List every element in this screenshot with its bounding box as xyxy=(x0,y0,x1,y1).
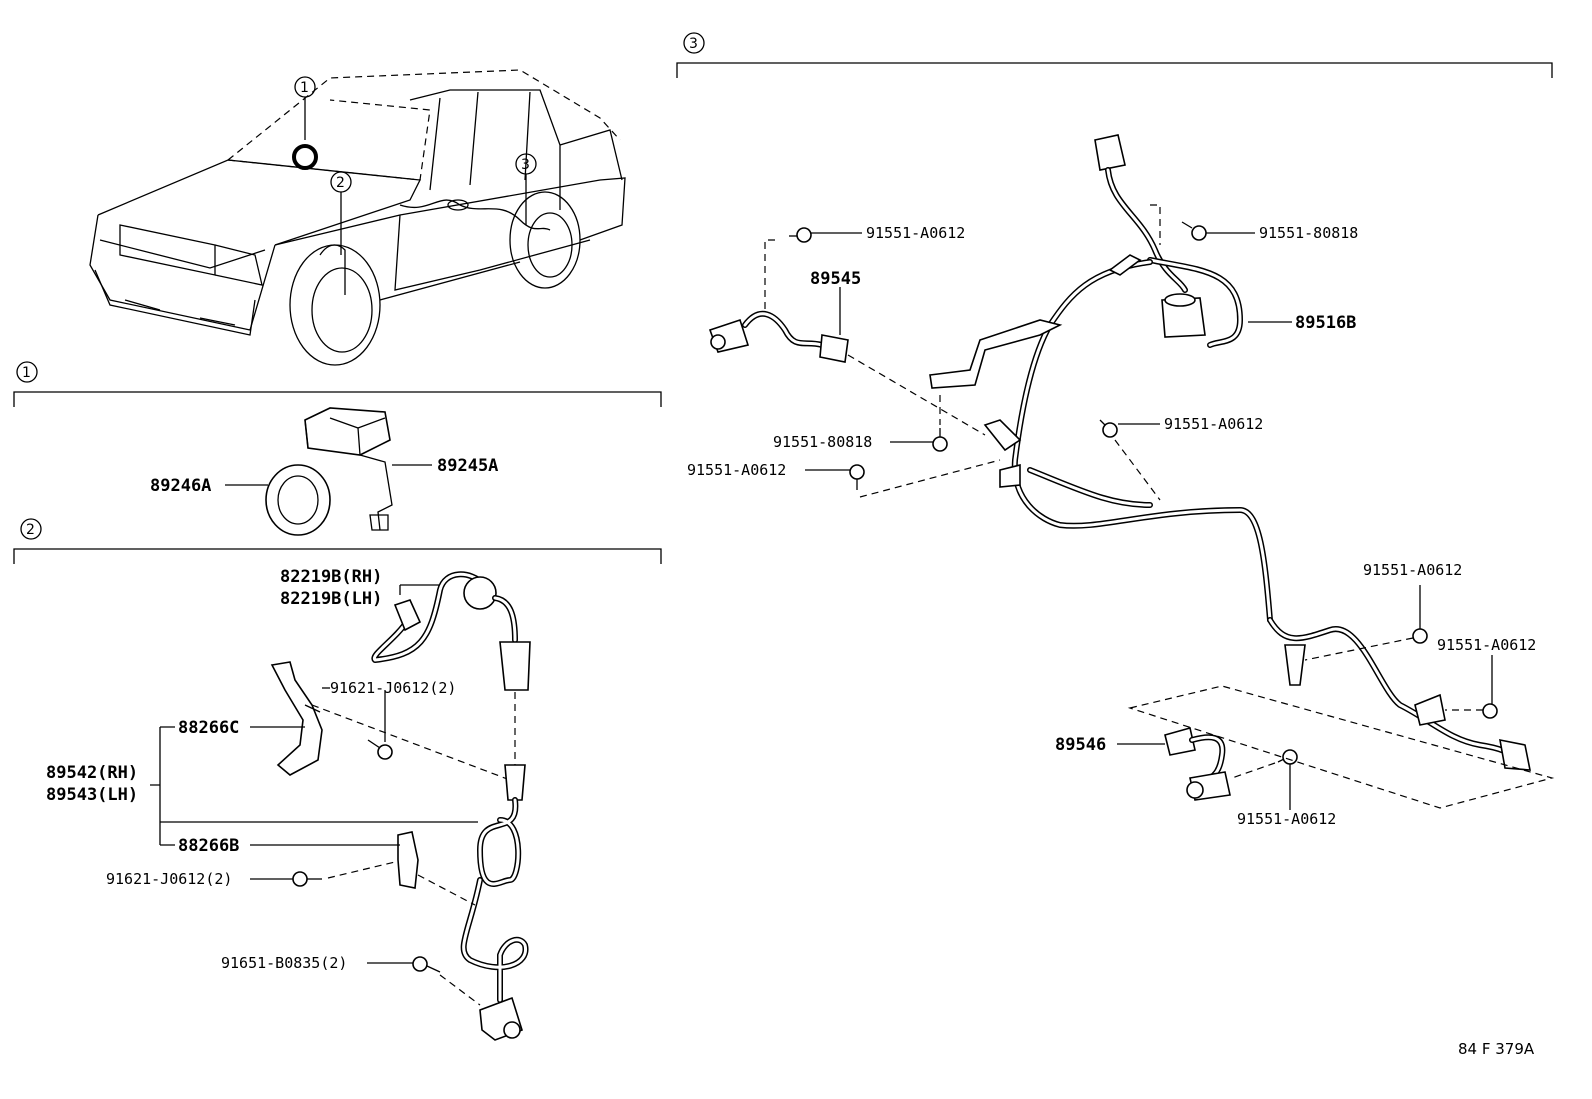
module-89245A xyxy=(304,407,393,531)
sensor-89546 xyxy=(1164,727,1231,801)
bolt-91551-80818-b xyxy=(932,428,948,452)
bracket-88266B xyxy=(397,831,419,889)
label-82219B-LH: 82219B(LH) xyxy=(280,589,382,609)
label-89543-LH: 89543(LH) xyxy=(46,785,138,805)
sensor-82219B xyxy=(371,571,531,691)
bolt-91621-J0612-top xyxy=(367,739,393,760)
section-3-marker: 3 xyxy=(689,36,698,52)
sensor-89545 xyxy=(708,310,849,363)
label-88266B: 88266B xyxy=(178,836,239,856)
harness-89516B xyxy=(929,134,1531,771)
bolt-91551-A0612-a xyxy=(789,227,812,243)
car-callout-2: 2 xyxy=(336,175,345,191)
label-91621-J0612-top: 91621-J0612(2) xyxy=(330,679,456,697)
bolt-91551-A0612-d xyxy=(1412,628,1428,644)
bolt-91621-J0612-bottom xyxy=(292,871,322,887)
bolt-91551-A0612-e xyxy=(1482,703,1498,719)
bracket-88266C xyxy=(270,661,323,776)
bolt-91551-A0612-b xyxy=(1099,419,1118,438)
section-3: 3 91551-A0612 89545 91551-80818 xyxy=(676,32,1555,828)
label-91551-A0612-a: 91551-A0612 xyxy=(866,224,965,242)
bolt-91551-A0612-c xyxy=(849,464,865,490)
bolt-91551-A0612-f xyxy=(1277,749,1298,765)
label-91551-A0612-d: 91551-A0612 xyxy=(1363,561,1462,579)
label-91551-A0612-e: 91551-A0612 xyxy=(1437,636,1536,654)
label-91551-A0612-c: 91551-A0612 xyxy=(687,461,786,479)
section-1: 1 89245A 89246A xyxy=(13,361,662,536)
car-callout-1: 1 xyxy=(300,80,309,96)
label-88266C: 88266C xyxy=(178,718,239,738)
bolt-91551-80818-a xyxy=(1181,221,1207,241)
label-91551-80818-a: 91551-80818 xyxy=(1259,224,1358,242)
label-89545: 89545 xyxy=(810,269,861,289)
label-89516B: 89516B xyxy=(1295,313,1356,333)
label-82219B-RH: 82219B(RH) xyxy=(280,567,382,587)
label-91551-80818-b: 91551-80818 xyxy=(773,433,872,451)
label-91651-B0835: 91651-B0835(2) xyxy=(221,954,347,972)
label-89245A: 89245A xyxy=(437,456,498,476)
ring-89246A xyxy=(265,464,331,536)
diagram-code: 84 F 379A xyxy=(1458,1040,1535,1058)
label-91551-A0612-b: 91551-A0612 xyxy=(1164,415,1263,433)
section-1-marker: 1 xyxy=(22,365,31,381)
section-2-marker: 2 xyxy=(26,522,35,538)
car-illustration: 1 2 3 xyxy=(89,69,626,366)
sensor-89542-89543 xyxy=(460,692,529,1041)
label-89546: 89546 xyxy=(1055,735,1106,755)
label-91621-J0612-bottom: 91621-J0612(2) xyxy=(106,870,232,888)
label-89542-RH: 89542(RH) xyxy=(46,763,138,783)
section-2: 2 82219B(RH) 82219B(LH) 88266C xyxy=(13,518,662,1041)
car-callout-3: 3 xyxy=(521,157,530,173)
label-89246A: 89246A xyxy=(150,476,211,496)
label-91551-A0612-f: 91551-A0612 xyxy=(1237,810,1336,828)
bolt-91651-B0835 xyxy=(412,956,441,973)
